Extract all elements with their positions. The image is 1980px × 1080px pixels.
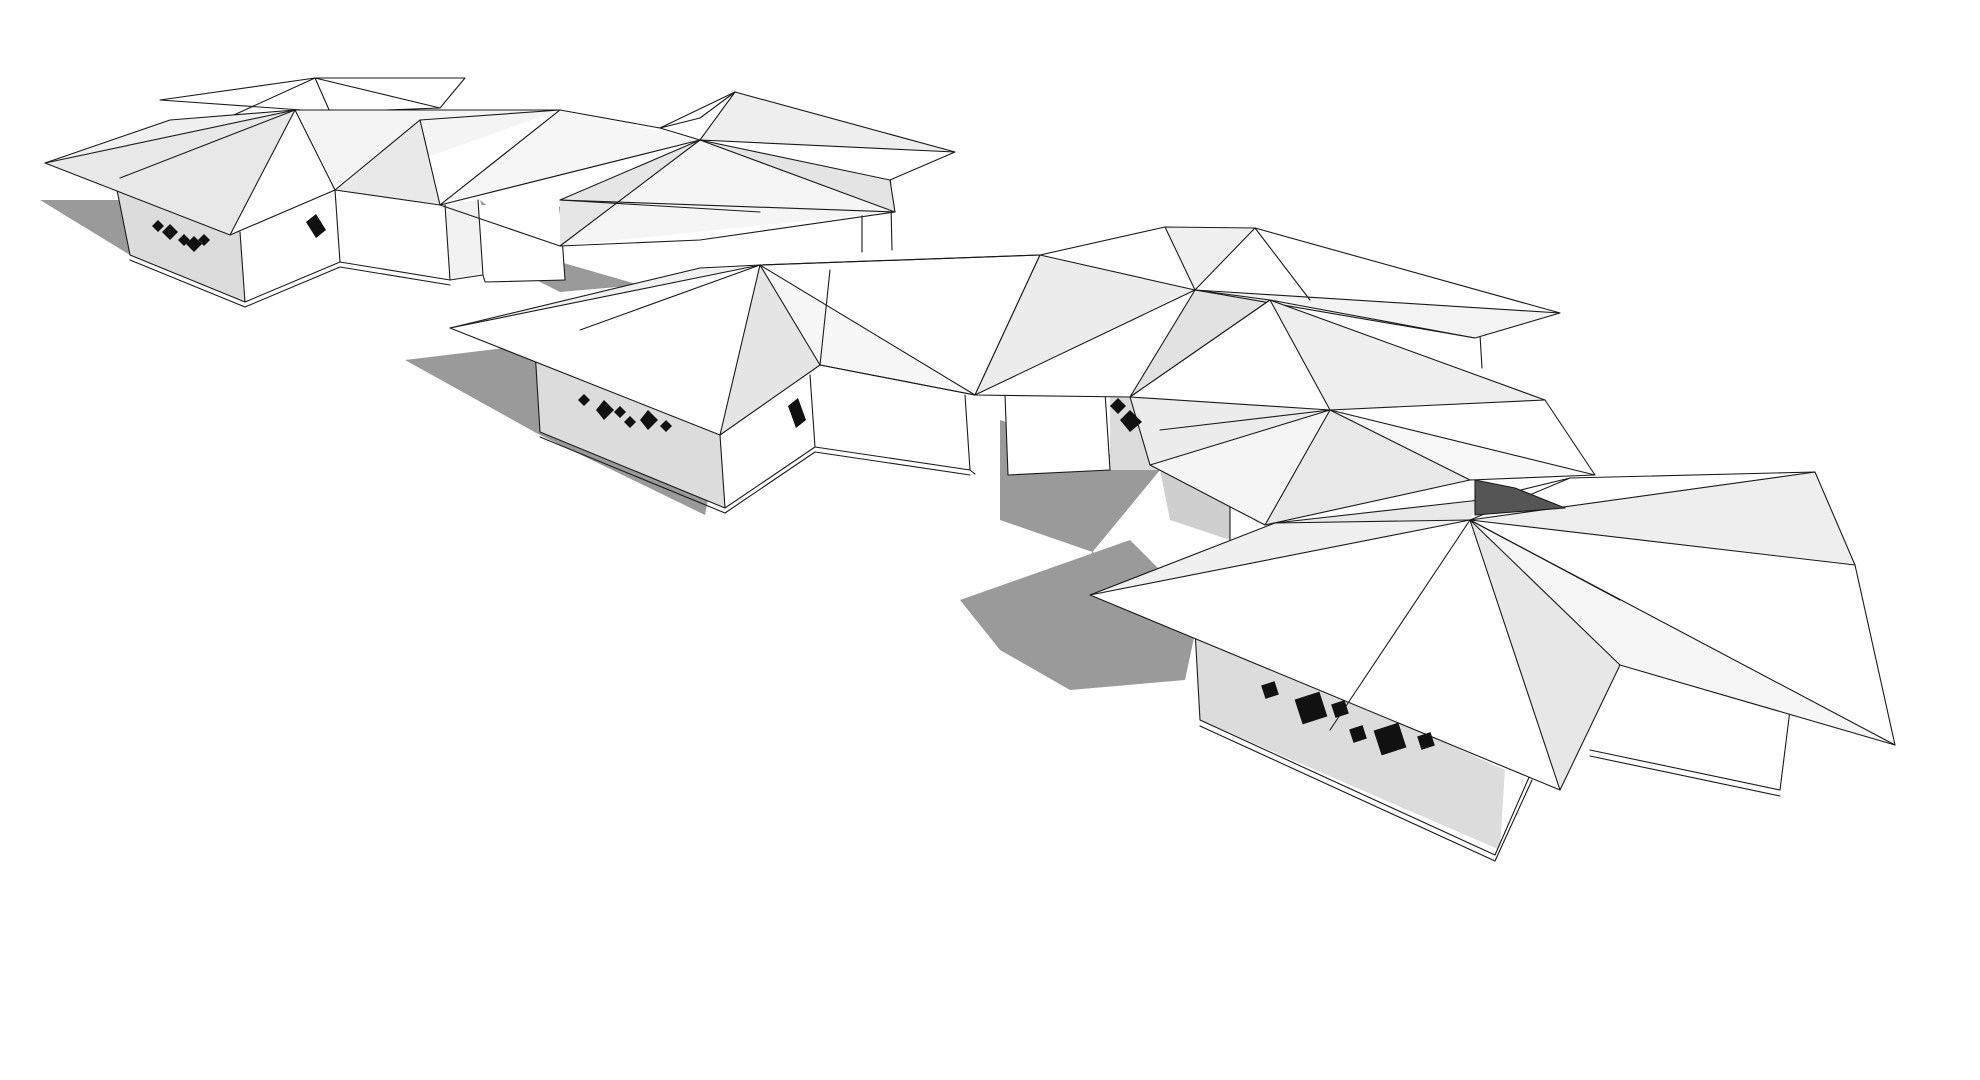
roof-face — [720, 265, 820, 435]
window — [1417, 732, 1435, 750]
roof-face — [1330, 410, 1595, 480]
window — [1294, 691, 1328, 725]
pavilion-2 — [449, 226, 1596, 541]
window — [306, 214, 326, 238]
roof-face — [660, 92, 735, 140]
window — [1120, 410, 1142, 432]
window — [1373, 722, 1407, 756]
wall-lit — [480, 205, 565, 282]
roof-face — [1470, 472, 1855, 565]
window — [788, 398, 806, 428]
roof-face — [1130, 397, 1330, 465]
pavilion-3 — [1089, 471, 1896, 862]
roof-face — [1470, 520, 1620, 790]
window — [640, 410, 658, 430]
roof-face — [1040, 227, 1195, 290]
window-cluster — [152, 214, 326, 252]
wall-lit — [1590, 660, 1790, 790]
roof-face — [1195, 290, 1560, 338]
window — [152, 220, 164, 232]
wall-lit — [1005, 392, 1110, 475]
roof-face — [450, 265, 760, 435]
window — [1261, 681, 1279, 699]
roof-face-left — [45, 110, 295, 235]
roof-face — [1265, 410, 1470, 525]
window — [578, 394, 590, 406]
roof-face — [760, 255, 1040, 395]
roof-face — [1270, 300, 1545, 410]
roof-face — [440, 110, 700, 205]
wall-lit — [445, 200, 483, 280]
roof-face — [1195, 228, 1560, 313]
roof-face — [1130, 290, 1270, 397]
courtyard-gap — [1475, 480, 1565, 515]
roof-face-front — [230, 110, 335, 235]
roof-face — [975, 255, 1195, 395]
roof-face — [700, 140, 955, 180]
window — [596, 400, 614, 420]
window — [1331, 700, 1349, 718]
window-cluster — [578, 394, 1142, 432]
window — [1110, 398, 1126, 414]
roof-face — [1150, 410, 1330, 525]
wall-shaded — [1160, 470, 1230, 540]
roof-face — [700, 92, 955, 152]
roof-face — [1330, 400, 1595, 475]
window — [624, 416, 636, 428]
roof-back — [160, 78, 465, 112]
roof-face — [1090, 520, 1560, 790]
wall-shaded — [535, 350, 725, 508]
pavilion-1 — [44, 77, 956, 308]
window — [660, 420, 672, 432]
window — [1349, 725, 1367, 743]
wall-lit — [810, 375, 970, 470]
roof-face-mid-left — [335, 120, 440, 205]
window — [614, 406, 626, 418]
window — [198, 234, 210, 246]
wall-lit — [335, 190, 450, 280]
wall-lit — [1455, 335, 1482, 372]
roof-face — [560, 140, 895, 246]
window-cluster — [1261, 681, 1435, 756]
roof-face — [1130, 300, 1330, 410]
window — [162, 224, 178, 240]
